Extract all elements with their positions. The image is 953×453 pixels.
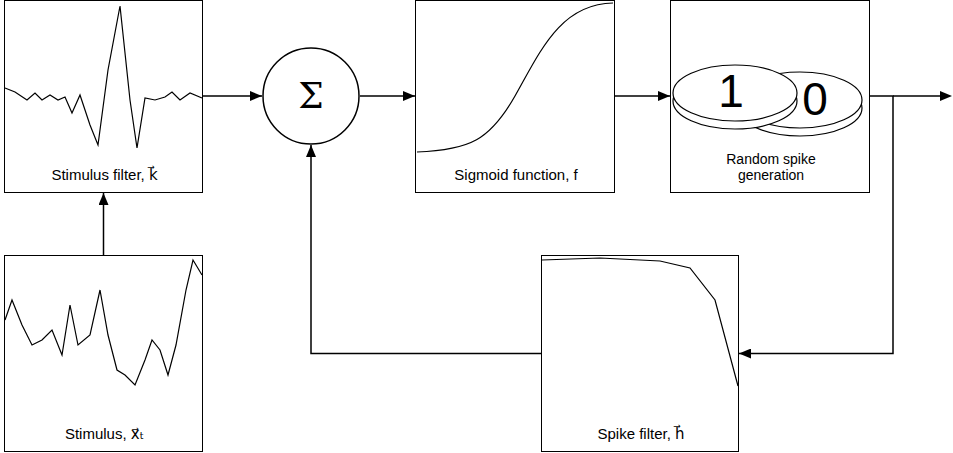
box-label: Sigmoid function, f bbox=[454, 166, 577, 183]
spike-filter-box: Spike filter, h⃗ bbox=[541, 255, 739, 452]
nonlinearity-box: Sigmoid function, f bbox=[415, 0, 615, 193]
connector-arrow bbox=[203, 95, 262, 97]
filter-box: Stimulus filter, k⃗ bbox=[4, 0, 203, 193]
connector-arrow bbox=[360, 95, 415, 97]
connector-arrow bbox=[103, 193, 105, 255]
spike-generator-box: 1 0Random spike generation bbox=[670, 0, 870, 193]
coin-digit: 1 bbox=[718, 65, 744, 118]
spike-filter-curve bbox=[542, 258, 738, 386]
stimulus-box: Stimulus, x⃗ₜ bbox=[4, 255, 203, 452]
stimulus-trace bbox=[5, 260, 202, 385]
box-label: Stimulus, x⃗ₜ bbox=[65, 425, 144, 442]
output-arrow bbox=[893, 91, 952, 101]
box-label: Stimulus filter, k⃗ bbox=[51, 166, 157, 183]
coin bbox=[673, 65, 797, 121]
coins bbox=[673, 65, 862, 136]
coin-digit: 0 bbox=[802, 73, 828, 126]
box-label: Random spike generation bbox=[711, 151, 831, 183]
sigmoid-curve bbox=[417, 3, 613, 152]
summation-node: Σ bbox=[262, 47, 360, 145]
stimulus-filter-trace bbox=[5, 6, 202, 148]
sum-symbol: Σ bbox=[298, 75, 323, 116]
box-label: Spike filter, h⃗ bbox=[597, 425, 684, 442]
connector-arrow bbox=[615, 95, 670, 97]
